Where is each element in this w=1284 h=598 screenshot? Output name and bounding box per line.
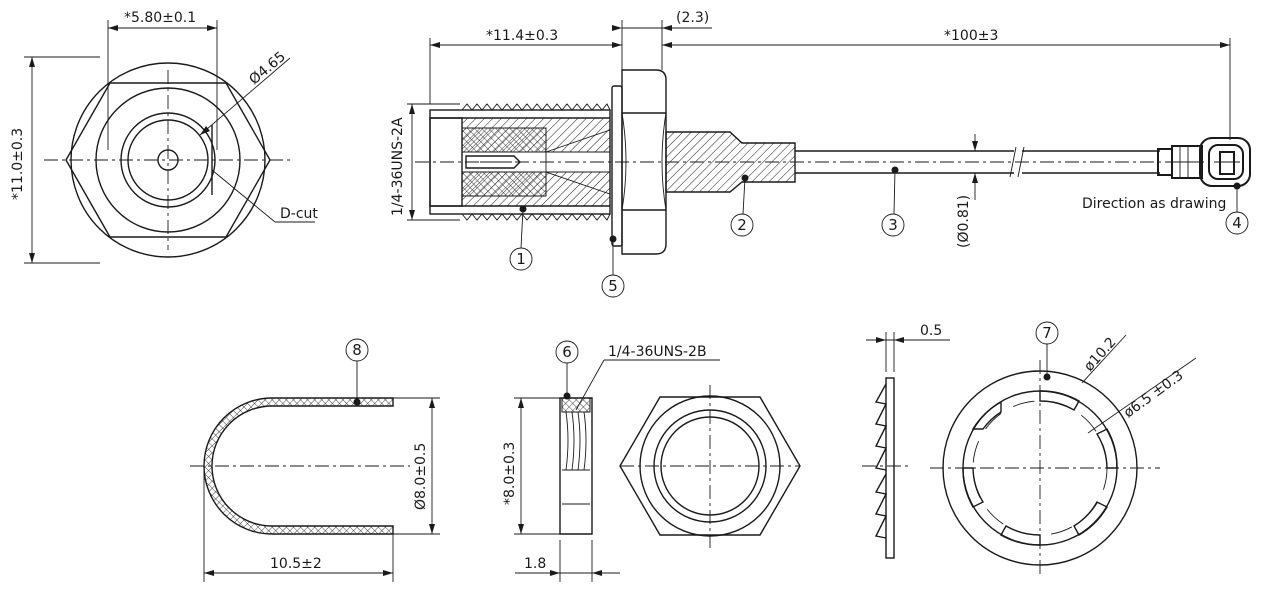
callout-7: 7 bbox=[1042, 324, 1052, 342]
nut-front-view bbox=[619, 385, 801, 548]
callouts-assembly: 1 2 3 4 5 bbox=[509, 166, 1249, 298]
washer-od-dim: ø10.2 bbox=[1081, 334, 1119, 374]
callout-2: 2 bbox=[737, 216, 747, 234]
washer-id-dim: ø6.5 ±0.3 bbox=[1121, 368, 1186, 422]
callout-6: 6 bbox=[562, 343, 572, 361]
side-assembly: *11.4±0.3 (2.3) *100±3 1/4-36UNS-2A (Ø0.… bbox=[390, 10, 1251, 255]
callout-8: 8 bbox=[352, 341, 362, 359]
direction-note: Direction as drawing bbox=[1082, 196, 1226, 212]
cap-view: Ø8.0±0.5 10.5±2 8 bbox=[190, 338, 440, 582]
front-view: *5.80±0.1 *11.0±0.3 Ø4.65 D-cut bbox=[10, 10, 318, 264]
cap-dia-dim: Ø8.0±0.5 bbox=[413, 443, 429, 510]
hex-flat-dim: *5.80±0.1 bbox=[124, 10, 196, 26]
thread-label: 1/4-36UNS-2A bbox=[390, 117, 406, 216]
washer-side-view: 0.5 bbox=[862, 323, 950, 559]
cable-len-dim: *100±3 bbox=[944, 28, 998, 44]
callout-5: 5 bbox=[608, 277, 618, 295]
nut-side-view: *8.0±0.3 1.8 1/4-36UNS-2B 6 bbox=[502, 340, 720, 582]
nut-thread-label: 1/4-36UNS-2B bbox=[608, 344, 707, 360]
nut-height-dim: *8.0±0.3 bbox=[502, 442, 518, 505]
hole-dia-dim: Ø4.65 bbox=[246, 49, 289, 88]
washer-thk-dim: 0.5 bbox=[920, 323, 942, 339]
dcut-label: D-cut bbox=[280, 206, 318, 222]
callout-4: 4 bbox=[1232, 214, 1242, 232]
washer-front-view: ø10.2 ø6.5 ±0.3 7 bbox=[930, 321, 1197, 575]
callout-1: 1 bbox=[516, 250, 526, 268]
nut-thk-dim: 1.8 bbox=[524, 556, 546, 572]
body-len-dim: *11.4±0.3 bbox=[486, 28, 558, 44]
callout-3: 3 bbox=[888, 216, 898, 234]
cap-len-dim: 10.5±2 bbox=[270, 556, 322, 572]
hex-height-dim: *11.0±0.3 bbox=[10, 128, 26, 200]
cable-dia-dim: (Ø0.81) bbox=[956, 195, 972, 248]
nut-gap-dim: (2.3) bbox=[676, 10, 709, 26]
